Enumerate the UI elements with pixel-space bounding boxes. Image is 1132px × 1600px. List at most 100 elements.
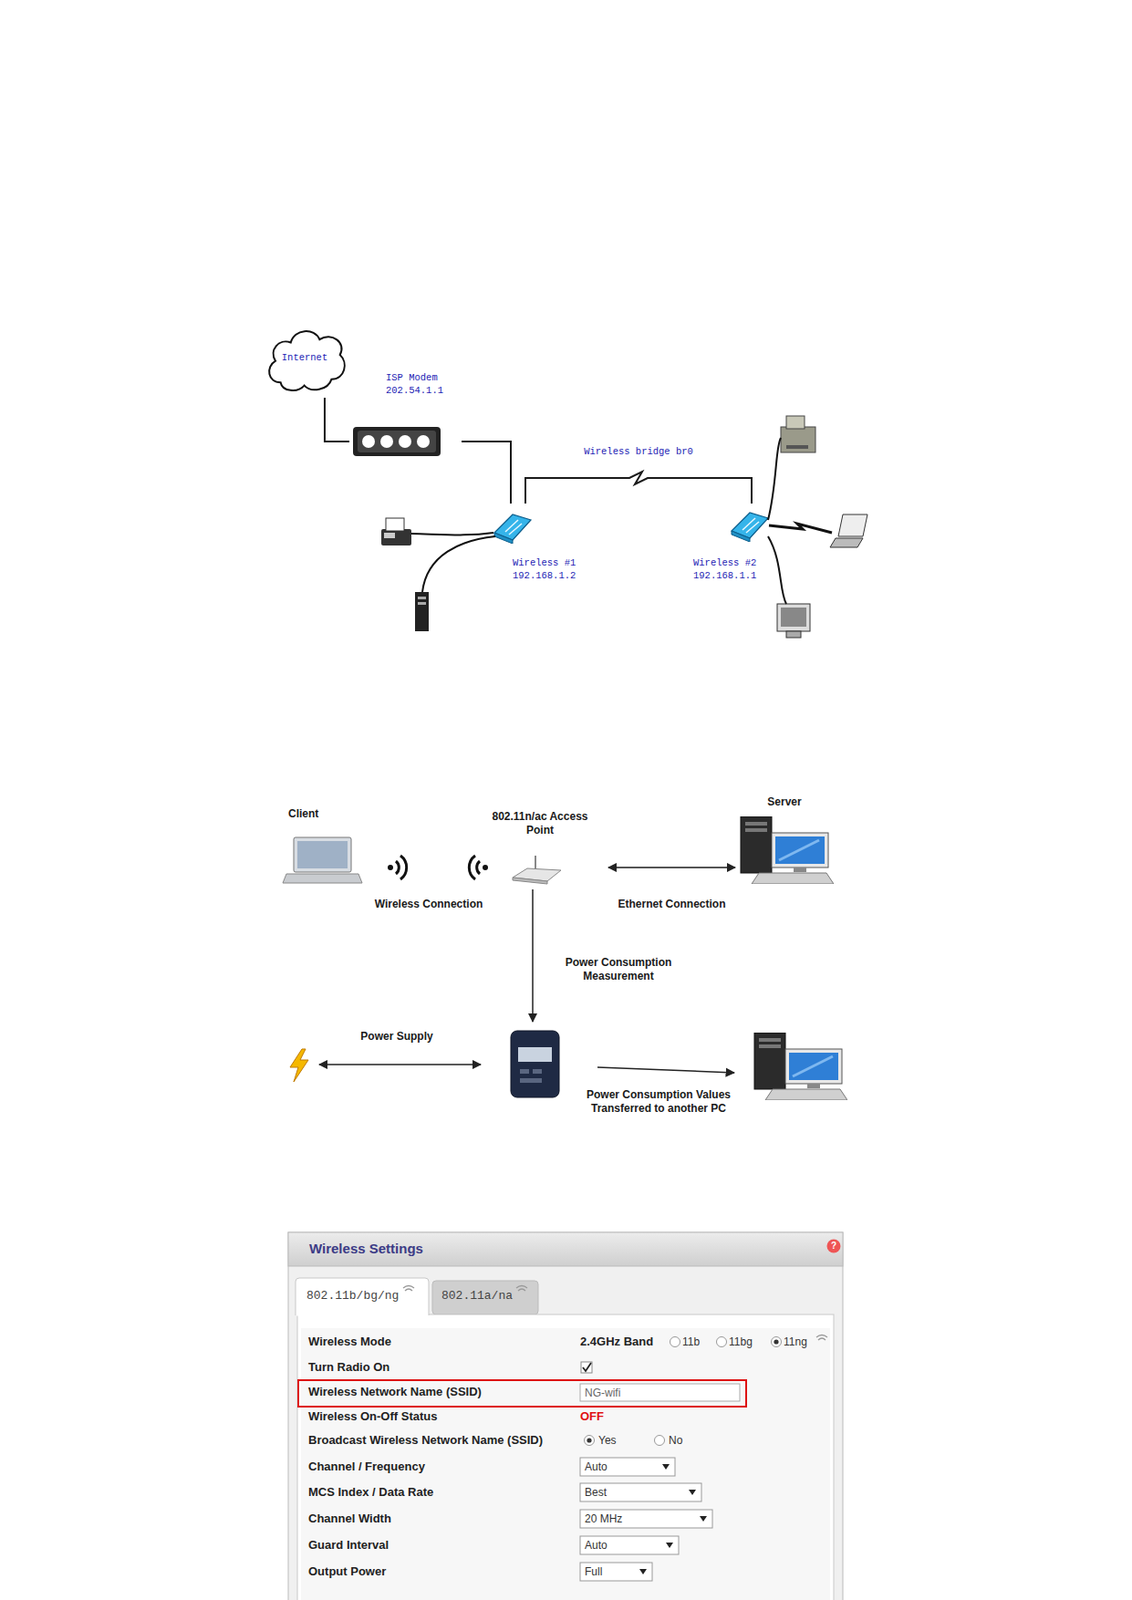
modem-icon xyxy=(353,426,441,457)
client-laptop xyxy=(282,873,363,883)
settings-panel xyxy=(665,1542,674,1548)
panel-title: Wireless Settings xyxy=(309,1240,424,1257)
diagram-label: Power Consumption Measurement xyxy=(550,955,687,984)
arrow xyxy=(319,889,735,1073)
settings-panel xyxy=(580,1383,740,1402)
router-icon xyxy=(494,512,769,544)
field-label: Wireless Mode xyxy=(308,1334,392,1350)
field-label: Broadcast Wireless Network Name (SSID) xyxy=(308,1433,543,1448)
settings-panel xyxy=(771,1337,782,1348)
modem-icon xyxy=(416,435,430,448)
wireless-waves xyxy=(387,864,394,871)
cloud-node: Internet xyxy=(263,321,349,398)
wireless-waves xyxy=(468,855,476,880)
router-node: Wireless #2 192.168.1.1 xyxy=(691,503,776,584)
client-laptop xyxy=(293,837,352,873)
settings-panel xyxy=(297,1314,834,1600)
settings-panel xyxy=(670,1337,681,1348)
tower-pc-icon xyxy=(417,596,426,600)
settings-panel xyxy=(403,1286,828,1341)
power-meter xyxy=(519,1069,530,1074)
field-label: Channel Width xyxy=(308,1511,392,1527)
status-value: OFF xyxy=(580,1409,604,1424)
field-value: Auto xyxy=(584,1459,608,1475)
wire xyxy=(768,437,781,520)
field-value: 11ng xyxy=(783,1334,808,1350)
modem-icon xyxy=(357,430,437,453)
printer-icon xyxy=(786,445,809,449)
settings-panel xyxy=(288,1232,843,1600)
server-pc xyxy=(740,816,834,884)
power-meter xyxy=(510,1030,560,1098)
modem-icon xyxy=(380,435,394,448)
diagram-label: Power Supply xyxy=(305,1029,489,1044)
another-pc xyxy=(754,1032,848,1101)
wireless-waves xyxy=(400,855,407,880)
connector xyxy=(608,866,736,869)
laptop-icon xyxy=(838,514,868,537)
wireless-waves xyxy=(482,864,489,871)
settings-panel xyxy=(580,1536,679,1555)
wireless-waves xyxy=(395,861,399,874)
settings-panel xyxy=(295,1277,429,1316)
field-label: Turn Radio On xyxy=(308,1360,390,1375)
lightning-icon xyxy=(290,1048,309,1082)
node-label: Client xyxy=(288,807,319,821)
client-laptop xyxy=(297,841,348,869)
desktop-icon xyxy=(780,607,807,627)
field-label: Wireless Network Name (SSID) xyxy=(308,1384,482,1400)
tab-label: 802.11b/bg/ng xyxy=(306,1288,399,1304)
settings-panel xyxy=(827,1239,842,1254)
field-label: 2.4GHz Band xyxy=(580,1334,654,1350)
settings-panel xyxy=(516,1286,528,1289)
settings-panel xyxy=(584,1435,595,1446)
fax-icon xyxy=(385,518,405,531)
wire xyxy=(411,532,494,535)
settings-panel xyxy=(716,1337,727,1348)
wire xyxy=(422,536,496,592)
field-label: MCS Index / Data Rate xyxy=(308,1485,434,1500)
settings-panel xyxy=(773,1339,779,1344)
connector xyxy=(525,471,752,504)
field-label: Channel / Frequency xyxy=(308,1459,426,1475)
settings-panel xyxy=(580,1483,702,1502)
client-laptop xyxy=(282,837,363,883)
tower-pc-icon xyxy=(415,591,429,632)
node-label: Internet xyxy=(263,352,346,365)
settings-panel xyxy=(405,1288,413,1291)
edge-label: Ethernet Connection xyxy=(615,897,727,912)
settings-panel xyxy=(639,1568,647,1575)
settings-panel xyxy=(298,1380,747,1407)
fax-icon xyxy=(381,529,412,546)
arrow xyxy=(597,1067,735,1073)
settings-panel xyxy=(296,1314,428,1317)
power-meter xyxy=(518,1047,552,1062)
diagram-label: Power Consumption Values Transferred to … xyxy=(583,1088,735,1116)
server-node: Server xyxy=(735,795,837,887)
field-value: 11bg xyxy=(728,1334,753,1350)
settings-panel xyxy=(639,1464,707,1575)
wire xyxy=(411,437,832,604)
desktop-icon xyxy=(786,631,801,638)
settings-panel xyxy=(654,1435,665,1446)
wireless-waves xyxy=(477,861,480,874)
node-label: 802.11n/ac Access Point xyxy=(480,810,600,838)
tower-pc-icon xyxy=(417,602,426,605)
desktop-icon xyxy=(777,603,811,638)
settings-panel xyxy=(586,1437,592,1443)
modem-icon xyxy=(362,435,375,448)
settings-panel xyxy=(518,1288,526,1291)
settings-panel xyxy=(818,1338,826,1340)
access-point-icon xyxy=(534,855,537,871)
field-value: Best xyxy=(584,1485,607,1500)
router-icon xyxy=(494,514,531,544)
settings-panel xyxy=(582,1362,592,1371)
node-label: ISP Modem 202.54.1.1 xyxy=(385,372,459,397)
settings-panel xyxy=(580,1457,713,1581)
access-point-icon xyxy=(512,877,548,884)
field-label: Wireless On-Off Status xyxy=(308,1409,437,1424)
settings-panel xyxy=(580,1509,713,1528)
settings-panel xyxy=(816,1335,828,1339)
wire xyxy=(768,523,832,533)
